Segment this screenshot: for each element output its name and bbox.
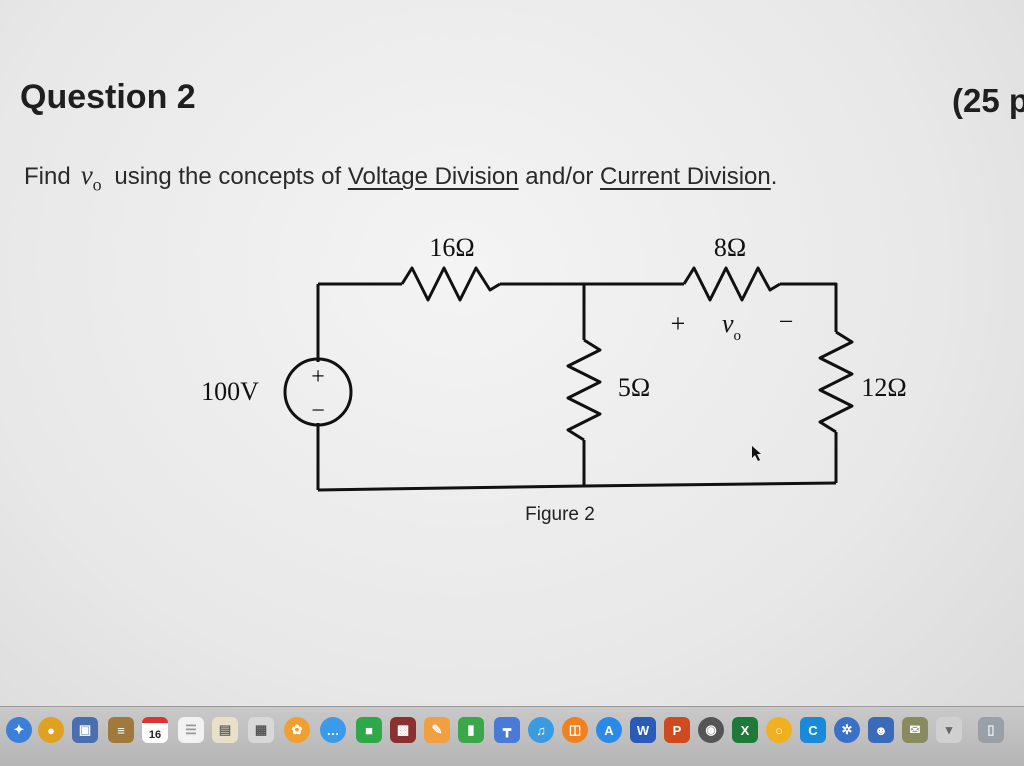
ibooks-icon[interactable]: ◫ [562,717,588,743]
photo-booth-icon[interactable]: ▩ [390,717,416,743]
utilities-icon[interactable]: ✉ [902,717,928,743]
game-center-icon[interactable]: ✲ [834,717,860,743]
vo-plus: + [671,309,686,338]
points-label: (25 p [952,82,1024,119]
calendar-icon[interactable]: 16 [142,717,168,743]
itunes-icon[interactable]: ♫ [528,717,554,743]
resistor-16-zigzag [400,266,501,302]
contacts-icon[interactable]: ▤ [212,717,238,743]
notes-icon[interactable]: ≡ [108,717,134,743]
mouse-cursor-icon [752,446,761,461]
label-12-ohm: 12Ω [861,373,906,402]
powerpoint-icon[interactable]: P [664,717,690,743]
question-title: Question 2 [20,78,196,116]
messages-icon[interactable]: … [320,717,346,743]
chrome-icon[interactable]: ● [38,717,64,743]
and-or-text: and/or [525,163,594,190]
reminders-icon[interactable]: ☰ [178,717,204,743]
label-100v: 100V [201,377,259,406]
resistor-5-zigzag [566,338,602,442]
source-plus: + [311,364,325,390]
current-division-link[interactable]: Current Division [600,163,771,190]
wire-bottom [317,481,837,492]
pages-icon[interactable]: ✎ [424,717,450,743]
screenshot-icon[interactable]: ◉ [698,717,724,743]
facetime-icon[interactable]: ■ [356,717,382,743]
resistor-12-zigzag [818,330,854,434]
office-icon[interactable]: ○ [766,717,792,743]
skype-icon[interactable]: ☻ [868,717,894,743]
vo-minus: − [779,307,794,336]
numbers-icon[interactable]: ▮ [458,717,484,743]
label-8-ohm: 8Ω [714,233,746,262]
keynote-icon[interactable]: ┳ [494,717,520,743]
voltage-source [283,357,353,427]
trash-icon[interactable]: ▯ [978,717,1004,743]
vo-label: vo [722,309,741,344]
preview-icon[interactable]: ▣ [72,717,98,743]
source-minus: − [311,398,325,424]
excel-icon[interactable]: X [732,717,758,743]
word-icon[interactable]: W [630,717,656,743]
question-variable: vo [80,160,102,195]
onenote-icon[interactable]: C [800,717,826,743]
label-5-ohm: 5Ω [618,373,650,402]
wire-top-right [780,282,838,332]
voltage-division-link[interactable]: Voltage Division [347,163,519,190]
question-mid: using the concepts of [114,163,342,190]
resistor-8-zigzag [682,266,781,302]
calendar-day: 16 [148,729,162,741]
dock: ✦ ● ▣ ≡ 16 ☰ ▤ ▦ ✿ … ■ ▩ ✎ ▮ ┳ ♫ ◫ A W P… [0,706,1024,766]
photos-icon[interactable]: ✿ [284,717,310,743]
app-store-icon[interactable]: A [596,717,622,743]
figure-caption: Figure 2 [525,504,595,525]
folder-icon[interactable]: ▾ [936,717,962,743]
question-prefix: Find [24,163,71,190]
safari-icon[interactable]: ✦ [6,717,32,743]
photo-viewer-icon[interactable]: ▦ [248,717,274,743]
period: . [770,163,778,190]
label-16-ohm: 16Ω [429,233,474,262]
